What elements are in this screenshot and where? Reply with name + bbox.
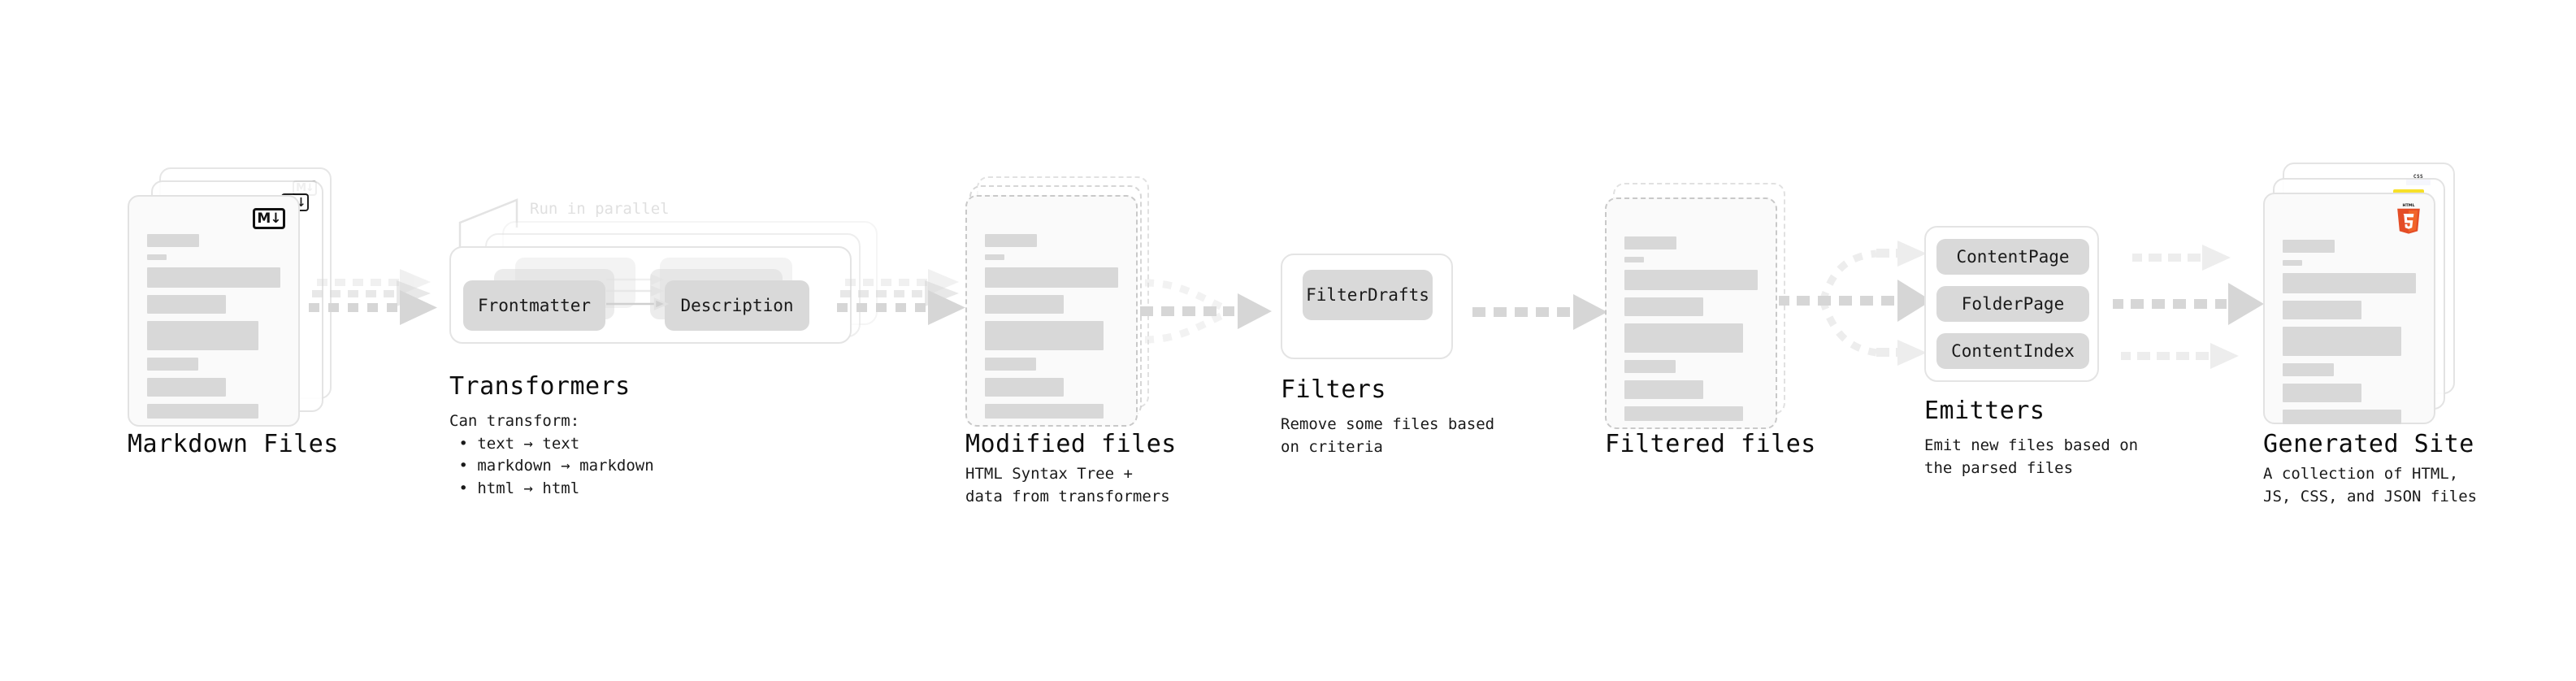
transformers-subtitle: Can transform: • text → text • markdown … [449, 412, 654, 497]
doc-placeholder-lines [2283, 240, 2419, 432]
transformers-title: Transformers [449, 372, 631, 401]
css3-label: CSS [2413, 174, 2424, 180]
arrow-filtered-to-emitters [1779, 241, 1932, 366]
generated-site-subtitle: A collection of HTML, JS, CSS, and JSON … [2263, 465, 2478, 505]
generated-card-front-html: HTML [2263, 193, 2435, 424]
markdown-files-title: Markdown Files [128, 430, 339, 458]
filters-title: Filters [1281, 375, 1386, 404]
html5-badge: HTML [2395, 202, 2422, 238]
transformer-chip-frontmatter[interactable]: Frontmatter [463, 280, 605, 331]
emitter-chip-contentindex[interactable]: ContentIndex [1936, 333, 2089, 369]
arrow-filters-to-filtered [1472, 294, 1607, 330]
emitters-subtitle: Emit new files based on the parsed files [1924, 436, 2139, 477]
generated-site-title: Generated Site [2263, 430, 2474, 458]
doc-placeholder-lines [147, 234, 284, 426]
emitter-chip-contentpage[interactable]: ContentPage [1936, 239, 2089, 275]
arrow-emitters-to-site [2113, 245, 2264, 369]
doc-placeholder-lines [985, 234, 1121, 426]
emitters-title: Emitters [1924, 397, 2045, 425]
emitter-chip-folderpage[interactable]: FolderPage [1936, 286, 2089, 322]
html5-icon: HTML [2397, 203, 2420, 234]
run-in-parallel-bracket [458, 198, 518, 258]
arrow-markdown-to-transformers [309, 269, 437, 325]
filter-chip-filterdrafts[interactable]: FilterDrafts [1303, 270, 1433, 320]
markdown-badge-front: M↓ [253, 208, 285, 229]
arrow-modified-to-filters [1140, 279, 1272, 344]
filters-panel: FilterDrafts [1281, 254, 1453, 359]
filters-subtitle: Remove some files based on criteria [1281, 415, 1495, 456]
doc-placeholder-lines [1624, 236, 1761, 428]
transformer-internal-arrows [606, 274, 670, 310]
modified-files-subtitle: HTML Syntax Tree + data from transformer… [965, 465, 1170, 505]
transformer-chip-description[interactable]: Description [665, 280, 809, 331]
run-in-parallel-label: Run in parallel [530, 200, 670, 218]
emitters-panel: ContentPage FolderPage ContentIndex [1924, 226, 2099, 382]
svg-text:HTML: HTML [2402, 203, 2414, 208]
filtered-files-title: Filtered files [1605, 430, 1816, 458]
modified-files-title: Modified files [965, 430, 1177, 458]
filtered-card-front [1605, 197, 1777, 429]
modified-card-front [965, 195, 1138, 427]
markdown-icon: M↓ [253, 208, 285, 229]
arrow-transformers-to-modified [837, 269, 965, 325]
markdown-card-front: M↓ [128, 195, 300, 427]
